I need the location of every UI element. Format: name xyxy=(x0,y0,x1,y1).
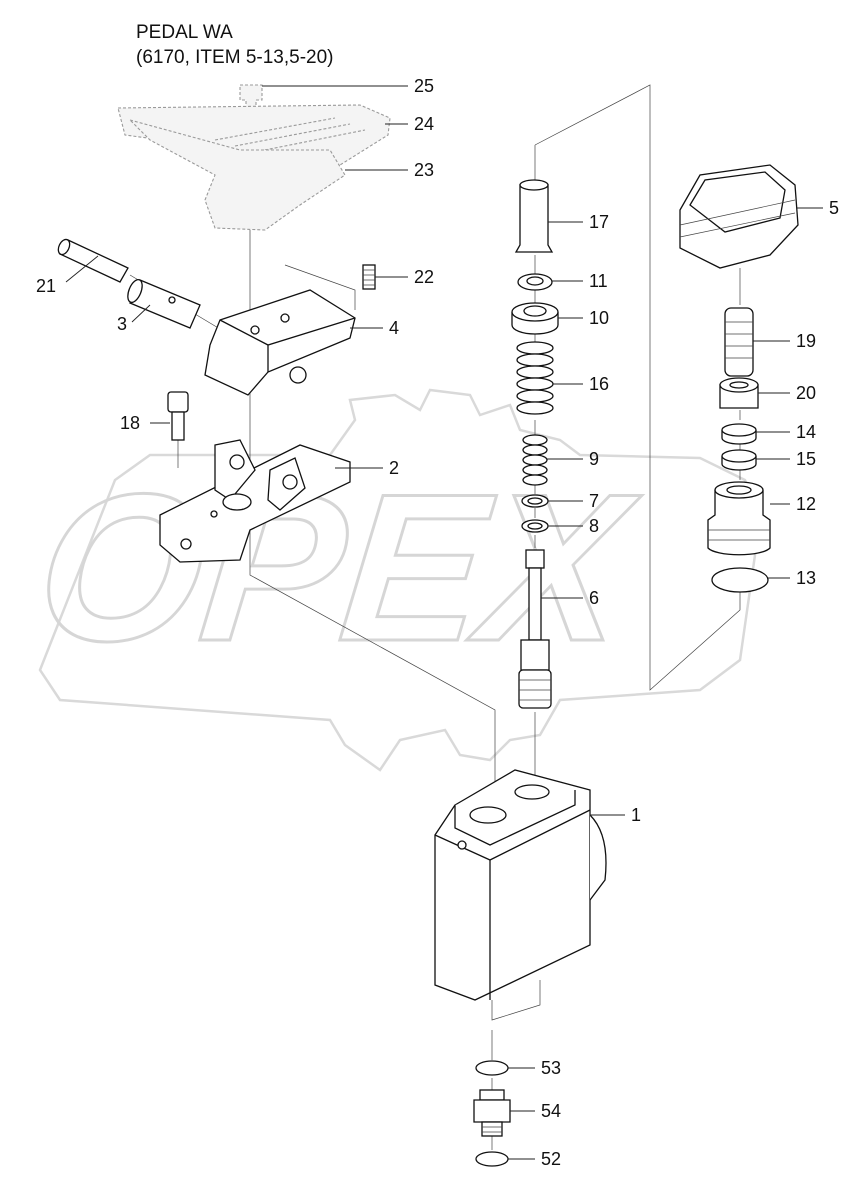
callout-label-14: 14 xyxy=(796,422,816,442)
callout-2[interactable]: 2 xyxy=(335,458,399,478)
callout-3[interactable]: 3 xyxy=(117,304,151,334)
part-21-pin[interactable] xyxy=(56,238,129,283)
callout-1[interactable]: 1 xyxy=(590,805,641,825)
callout-5[interactable]: 5 xyxy=(797,198,839,218)
callout-19[interactable]: 19 xyxy=(753,331,816,351)
part-3-sleeve[interactable] xyxy=(125,278,201,329)
part-54-fitting[interactable] xyxy=(473,1089,511,1137)
callout-label-17: 17 xyxy=(589,212,609,232)
callout-label-16: 16 xyxy=(589,374,609,394)
callout-4[interactable]: 4 xyxy=(350,318,399,338)
part-13-o-ring[interactable] xyxy=(711,567,769,593)
callout-label-10: 10 xyxy=(589,308,609,328)
part-20-nut[interactable] xyxy=(719,377,759,409)
callout-leader-3 xyxy=(131,304,151,323)
callout-label-20: 20 xyxy=(796,383,816,403)
callout-10[interactable]: 10 xyxy=(558,308,609,328)
callout-label-6: 6 xyxy=(589,588,599,608)
diagram-subtitle: (6170, ITEM 5-13,5-20) xyxy=(136,47,334,68)
callout-22[interactable]: 22 xyxy=(375,267,434,287)
callout-18[interactable]: 18 xyxy=(120,413,170,433)
callout-13[interactable]: 13 xyxy=(768,568,816,588)
callout-14[interactable]: 14 xyxy=(756,422,816,442)
part-12-guide[interactable] xyxy=(707,481,771,556)
callout-9[interactable]: 9 xyxy=(547,449,599,469)
part-8-washer[interactable] xyxy=(521,519,549,533)
assembly-lines xyxy=(129,84,741,1150)
callout-15[interactable]: 15 xyxy=(756,449,816,469)
part-1-valve-body[interactable] xyxy=(434,769,607,1001)
callout-54[interactable]: 54 xyxy=(510,1101,561,1121)
callout-leader-21 xyxy=(65,255,99,283)
callout-label-8: 8 xyxy=(589,516,599,536)
callout-16[interactable]: 16 xyxy=(553,374,609,394)
callout-label-53: 53 xyxy=(541,1058,561,1078)
callout-label-15: 15 xyxy=(796,449,816,469)
part-11-washer[interactable] xyxy=(517,273,553,291)
callout-label-3: 3 xyxy=(117,314,127,334)
callout-label-9: 9 xyxy=(589,449,599,469)
callout-label-18: 18 xyxy=(120,413,140,433)
callout-label-4: 4 xyxy=(389,318,399,338)
part-23-pedal[interactable] xyxy=(128,118,346,231)
callout-20[interactable]: 20 xyxy=(758,383,816,403)
callout-6[interactable]: 6 xyxy=(541,588,599,608)
callout-label-22: 22 xyxy=(414,267,434,287)
part-5-boot[interactable] xyxy=(679,164,799,269)
callout-53[interactable]: 53 xyxy=(508,1058,561,1078)
callout-label-7: 7 xyxy=(589,491,599,511)
callout-23[interactable]: 23 xyxy=(345,160,434,180)
part-19-plug[interactable] xyxy=(724,307,754,377)
diagram-title: PEDAL WA xyxy=(136,22,233,43)
part-2-base-bracket[interactable] xyxy=(159,439,351,563)
part-15-ring[interactable] xyxy=(721,449,757,471)
part-22-set-screw[interactable] xyxy=(362,264,376,290)
callout-label-25: 25 xyxy=(414,76,434,96)
callout-label-21: 21 xyxy=(36,276,56,296)
callout-25[interactable]: 25 xyxy=(262,76,434,96)
callout-label-12: 12 xyxy=(796,494,816,514)
callout-21[interactable]: 21 xyxy=(36,255,99,296)
part-14-ring[interactable] xyxy=(721,423,757,445)
callout-label-5: 5 xyxy=(829,198,839,218)
callout-8[interactable]: 8 xyxy=(548,516,599,536)
callout-label-13: 13 xyxy=(796,568,816,588)
callout-12[interactable]: 12 xyxy=(770,494,816,514)
callout-label-23: 23 xyxy=(414,160,434,180)
part-9-spring[interactable] xyxy=(522,434,548,486)
part-6-spool[interactable] xyxy=(518,549,552,709)
callout-label-19: 19 xyxy=(796,331,816,351)
part-17-plunger[interactable] xyxy=(514,179,554,253)
callout-7[interactable]: 7 xyxy=(548,491,599,511)
callout-label-2: 2 xyxy=(389,458,399,478)
part-18-cap-screw[interactable] xyxy=(167,391,189,441)
callout-label-11: 11 xyxy=(589,271,608,291)
part-10-collar[interactable] xyxy=(511,302,559,335)
part-53-o-ring[interactable] xyxy=(475,1060,509,1076)
callout-label-54: 54 xyxy=(541,1101,561,1121)
callout-label-52: 52 xyxy=(541,1149,561,1169)
callout-52[interactable]: 52 xyxy=(508,1149,561,1169)
callout-11[interactable]: 11 xyxy=(552,271,608,291)
part-7-washer[interactable] xyxy=(521,494,549,508)
callout-17[interactable]: 17 xyxy=(548,212,609,232)
part-52-o-ring[interactable] xyxy=(475,1151,509,1167)
part-4-pedal-bracket[interactable] xyxy=(204,289,356,396)
part-16-spring[interactable] xyxy=(516,341,554,415)
callout-label-1: 1 xyxy=(631,805,641,825)
callout-label-24: 24 xyxy=(414,114,434,134)
callout-24[interactable]: 24 xyxy=(385,114,434,134)
